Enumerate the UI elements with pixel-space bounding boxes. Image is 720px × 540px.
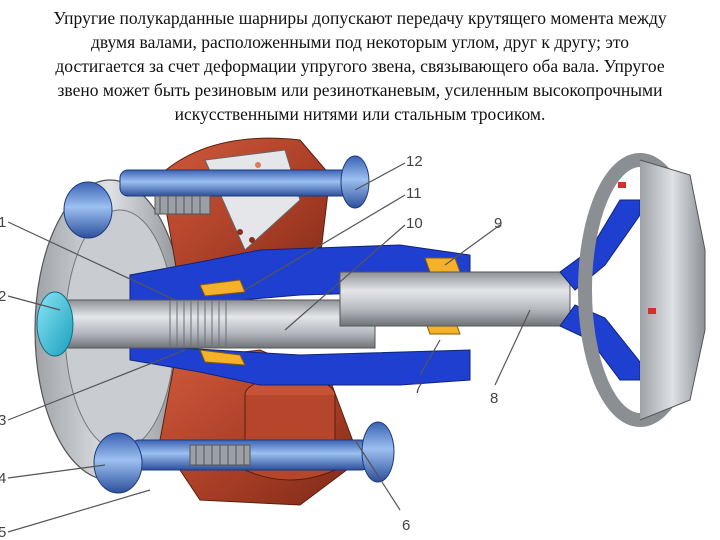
callout-4: 4 [0,470,6,487]
callout-7: 7 [414,380,422,397]
callout-9: 9 [494,215,502,232]
callout-1: 1 [0,214,6,231]
lower-bolt [93,421,395,494]
callout-6: 6 [402,517,410,534]
callout-2: 2 [0,288,6,305]
caption-line: искусственными нитями или стальным троси… [174,104,546,124]
callout-12: 12 [406,153,423,170]
caption-line: достигается за счет деформации упругого … [55,56,665,76]
callout-5: 5 [0,524,6,540]
leader-lines [7,162,531,533]
right-shaft-fork [339,153,706,427]
callout-11: 11 [406,185,422,202]
callout-10: 10 [406,215,423,232]
upper-bolt [63,155,370,239]
caption-line: двумя валами, расположенными под некотор… [90,32,630,52]
caption-line: звено может быть резиновым или резинотка… [57,80,663,100]
caption: Упругие полукарданные шарниры допускают … [0,6,720,126]
callout-8: 8 [490,390,498,407]
callout-3: 3 [0,412,6,429]
caption-line: Упругие полукарданные шарниры допускают … [53,8,667,28]
callouts: 1 2 3 4 5 6 7 8 9 10 11 12 [0,153,502,540]
left-shaft [36,291,376,357]
